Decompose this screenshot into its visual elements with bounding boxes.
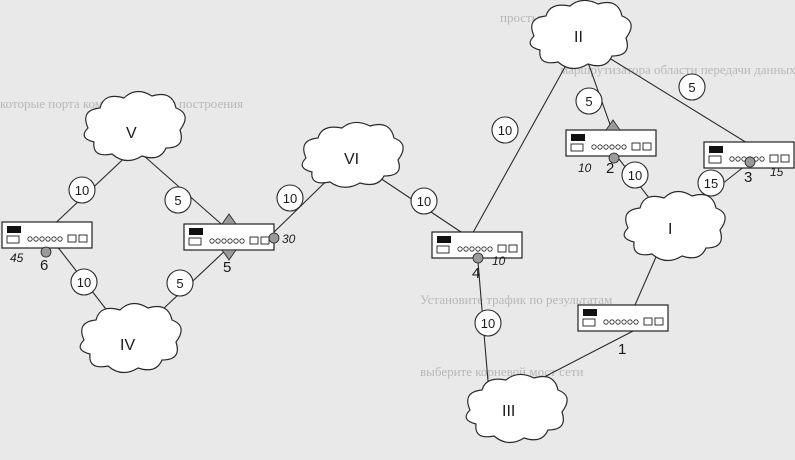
switch-number-2: 2 bbox=[606, 160, 614, 177]
switch-1: 1 bbox=[577, 304, 669, 358]
cost-VI-4: 10 bbox=[410, 187, 438, 215]
cloud-label-I: I bbox=[668, 221, 672, 238]
designated-port-up-marker bbox=[221, 213, 237, 225]
cost-value: 10 bbox=[75, 183, 89, 198]
background-text-line: маршрутизатора области передачи данных bbox=[560, 62, 795, 77]
cloud-VI bbox=[301, 121, 404, 188]
root-port-marker bbox=[744, 156, 756, 168]
cost-value: 10 bbox=[481, 316, 495, 331]
clouds bbox=[79, 0, 726, 444]
cost-4-II: 10 bbox=[491, 116, 519, 144]
switch-6: 45 6 bbox=[1, 221, 93, 274]
cloud-V bbox=[83, 90, 186, 162]
port-cost-6: 45 bbox=[10, 251, 24, 265]
cost-II-3: 5 bbox=[678, 73, 706, 101]
cost-3-I: 15 bbox=[697, 169, 725, 197]
cloud-II bbox=[529, 0, 632, 70]
root-port-marker bbox=[472, 252, 484, 264]
background-text-line: выберите корневой мост сети bbox=[420, 364, 584, 379]
port-cost-5: 30 bbox=[282, 232, 296, 246]
cost-5-IV: 5 bbox=[166, 269, 194, 297]
root-port-marker bbox=[608, 152, 620, 164]
root-port-marker bbox=[40, 246, 52, 258]
background-text-line: Установите трафик по результатам bbox=[420, 292, 613, 307]
switch-5: 30 5 bbox=[183, 213, 296, 276]
cost-6-IV: 10 bbox=[70, 268, 98, 296]
cost-value: 10 bbox=[417, 194, 431, 209]
cloud-label-VI: VI bbox=[344, 151, 359, 168]
cost-value: 15 bbox=[704, 176, 718, 191]
switch-3: 3 15 bbox=[703, 141, 795, 186]
cost-4-III: 10 bbox=[474, 309, 502, 337]
switch-4: 4 10 bbox=[431, 231, 523, 282]
cost-value: 10 bbox=[498, 123, 512, 138]
switch-number-4: 4 bbox=[472, 265, 480, 282]
cost-value: 5 bbox=[174, 193, 181, 208]
cost-value: 5 bbox=[585, 94, 592, 109]
port-cost-4: 10 bbox=[492, 254, 506, 268]
cost-V-6: 10 bbox=[68, 176, 96, 204]
cost-II-2: 5 bbox=[575, 87, 603, 115]
port-cost-3: 15 bbox=[770, 165, 784, 179]
port-cost-2: 10 bbox=[578, 161, 592, 175]
cost-V-5: 5 bbox=[164, 186, 192, 214]
cost-5-VI: 10 bbox=[276, 184, 304, 212]
cost-value: 10 bbox=[77, 275, 91, 290]
cost-value: 10 bbox=[283, 191, 297, 206]
switch-2: 10 2 bbox=[565, 119, 657, 177]
switch-number-6: 6 bbox=[40, 257, 48, 274]
switch-number-3: 3 bbox=[744, 169, 752, 186]
switch-number-5: 5 bbox=[223, 259, 231, 276]
cloud-IV bbox=[79, 302, 182, 374]
cloud-label-V: V bbox=[126, 125, 137, 142]
link-4-II bbox=[469, 39, 581, 239]
cloud-I bbox=[623, 190, 726, 262]
cost-value: 10 bbox=[628, 168, 642, 183]
designated-port-up-marker bbox=[605, 119, 621, 131]
switch-number-1: 1 bbox=[618, 341, 626, 358]
cost-value: 5 bbox=[176, 276, 183, 291]
link-cost-labels: 10 5 10 5 10 10 10 10 5 5 10 15 bbox=[68, 73, 725, 337]
cost-2-I: 10 bbox=[621, 161, 649, 189]
cloud-label-II: II bbox=[574, 29, 583, 46]
designated-port-down-marker bbox=[221, 249, 237, 261]
cloud-label-IV: IV bbox=[120, 337, 135, 354]
cloud-III bbox=[465, 373, 568, 444]
root-port-marker bbox=[268, 232, 280, 244]
cost-value: 5 bbox=[688, 80, 695, 95]
cloud-label-III: III bbox=[502, 403, 515, 420]
